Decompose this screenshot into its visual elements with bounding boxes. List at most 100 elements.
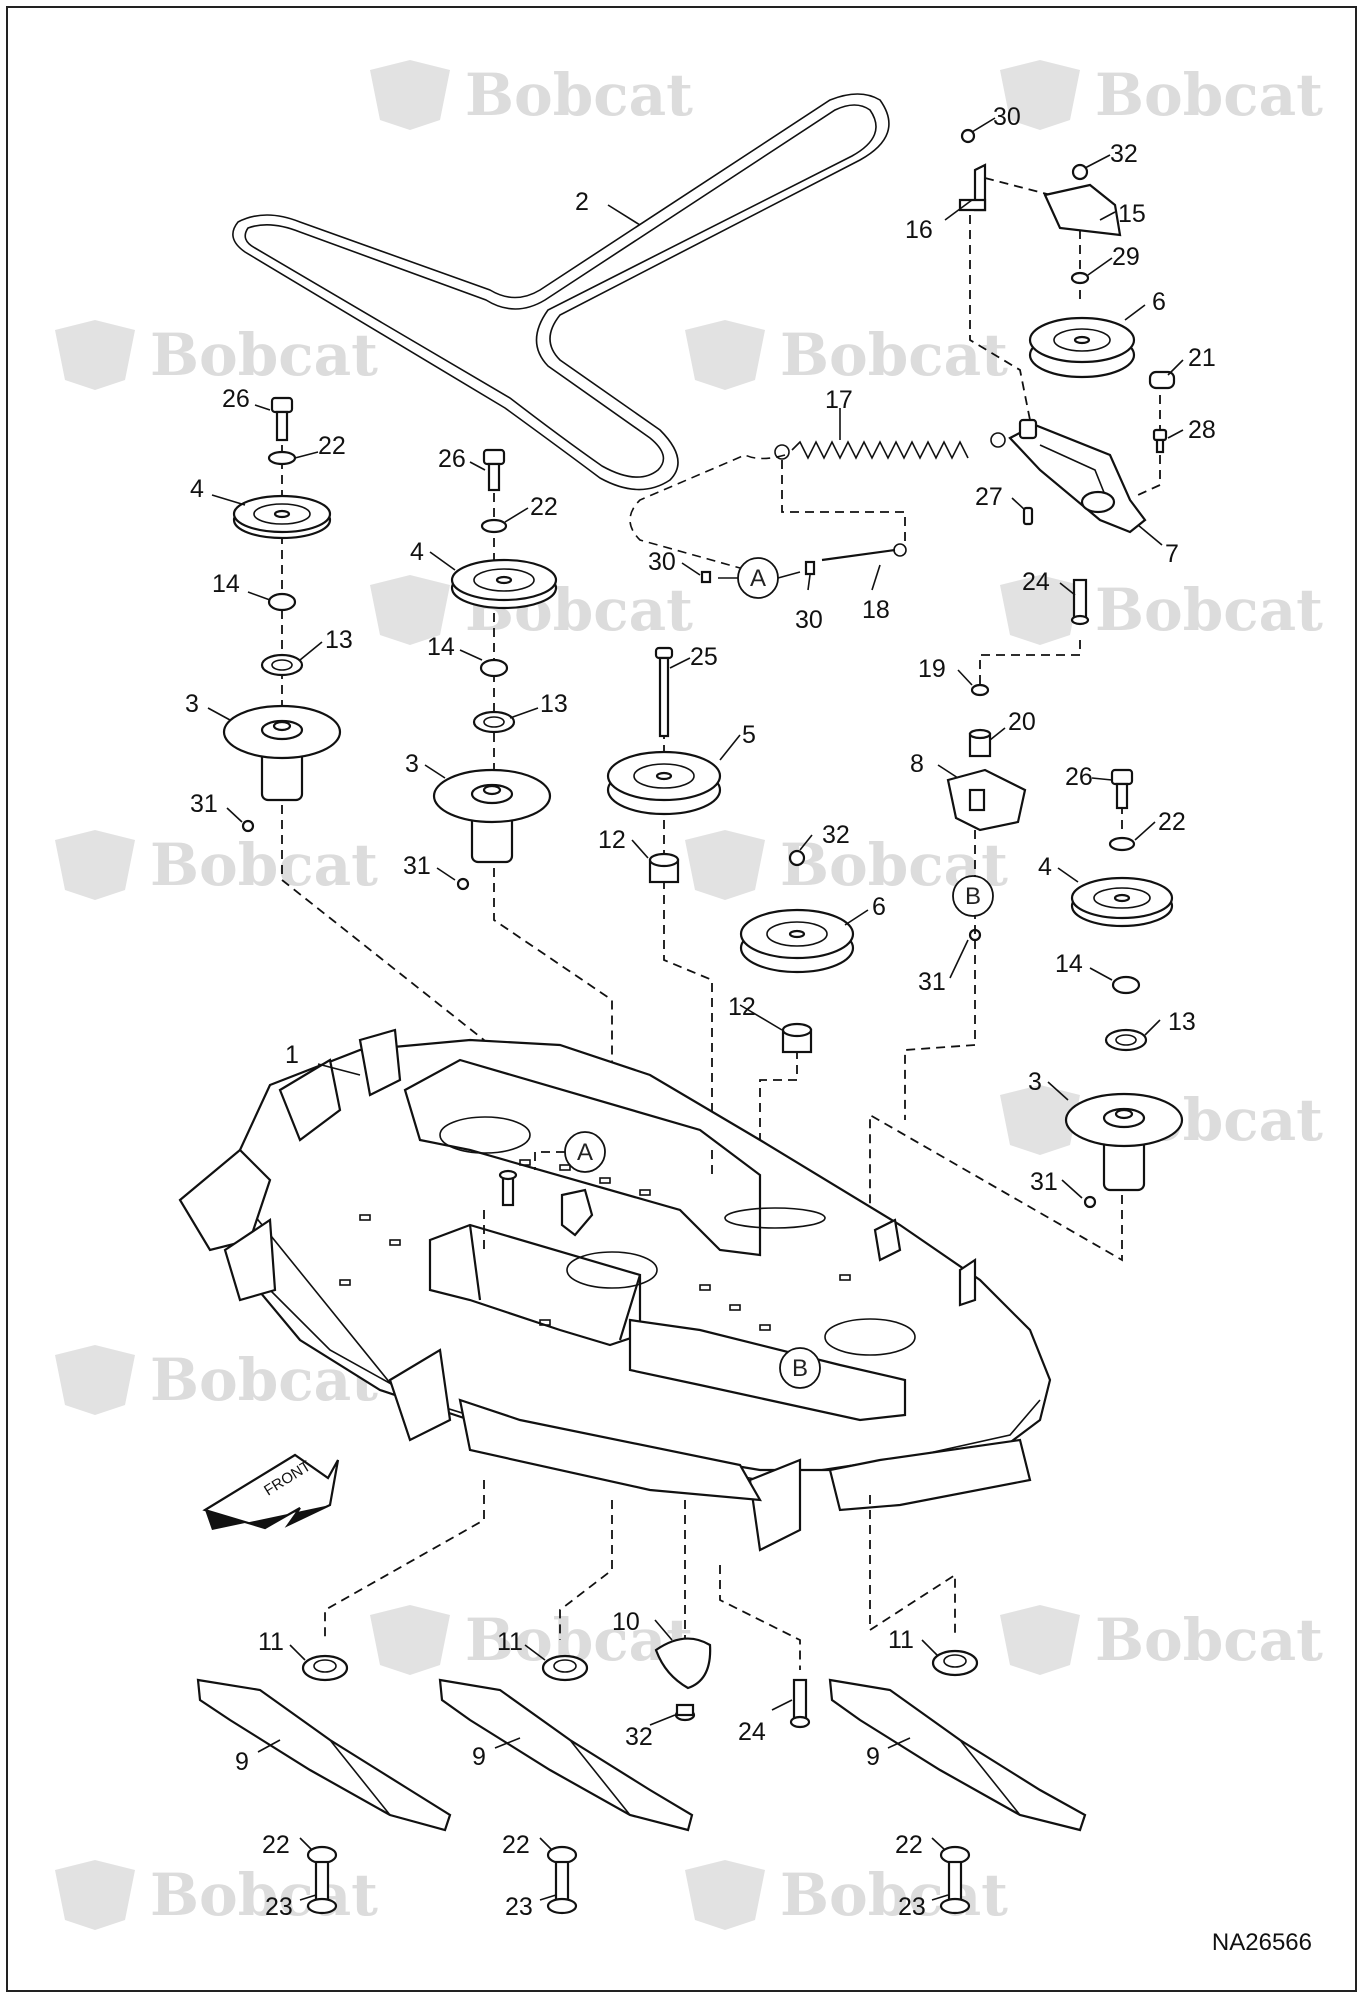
cap-21 <box>1148 370 1176 390</box>
callout-11: 11 <box>888 1626 914 1654</box>
callout-3: 3 <box>405 750 419 778</box>
bearing-11-right <box>931 1649 979 1677</box>
callout-3: 3 <box>185 690 199 718</box>
callout-29: 29 <box>1112 243 1140 271</box>
disc-10 <box>654 1637 712 1690</box>
watermark-logo: Bobcat <box>55 320 378 390</box>
callout-23: 23 <box>898 1893 926 1921</box>
callout-26: 26 <box>222 385 250 413</box>
idler-6-upper <box>1028 316 1136 379</box>
callout-17: 17 <box>825 386 853 414</box>
callout-31: 31 <box>403 852 431 880</box>
spacer-12-lower <box>781 1022 813 1054</box>
callout-4: 4 <box>1038 853 1052 881</box>
callout-22: 22 <box>502 1831 530 1859</box>
seal-13-left <box>260 653 304 677</box>
callout-9: 9 <box>235 1748 249 1776</box>
svg-text:B: B <box>965 883 981 910</box>
callout-31: 31 <box>918 968 946 996</box>
bearing-11-left <box>301 1654 349 1682</box>
bolt-26-right <box>1110 768 1134 810</box>
callout-22: 22 <box>1158 808 1186 836</box>
watermark-logo: Bobcat <box>370 1605 693 1675</box>
deck-bolt <box>498 1169 518 1207</box>
pulley-4-middle <box>450 558 558 610</box>
washer-19 <box>970 683 990 697</box>
callout-13: 13 <box>325 626 353 654</box>
bolt-26-left <box>270 396 294 442</box>
watermark-text: Bobcat <box>1095 576 1323 644</box>
bearing-14-middle <box>479 658 509 678</box>
reference-circles: A A B B <box>534 557 994 1389</box>
spring-17 <box>774 432 1006 460</box>
callout-22: 22 <box>262 1831 290 1859</box>
spindle-3-middle <box>432 768 552 864</box>
callout-5: 5 <box>742 721 756 749</box>
watermark-text: Bobcat <box>1095 1606 1323 1674</box>
callout-32: 32 <box>625 1723 653 1751</box>
right-spindle-stack <box>869 768 1184 1270</box>
watermark-text: Bobcat <box>1095 61 1323 129</box>
clip-30-left <box>700 570 712 584</box>
nut-31-left <box>241 819 255 833</box>
watermark-text: Bobcat <box>465 61 693 129</box>
reference-a-deck: A <box>564 1131 606 1173</box>
callout-30: 30 <box>648 548 676 576</box>
callout-20: 20 <box>1008 708 1036 736</box>
callout-7: 7 <box>1165 540 1179 568</box>
center-idler-stack <box>606 646 855 1210</box>
spacer-12-upper <box>648 852 680 884</box>
blade-9-right <box>828 1678 1087 1832</box>
watermark-text: Bobcat <box>780 321 1008 389</box>
bolt-28 <box>1152 428 1168 454</box>
clip-30-right <box>804 560 816 576</box>
callout-32: 32 <box>822 821 850 849</box>
callout-23: 23 <box>265 1893 293 1921</box>
callout-18: 18 <box>862 596 890 624</box>
reference-b-deck: B <box>779 1347 821 1389</box>
callout-19: 19 <box>918 655 946 683</box>
watermark-text: Bobcat <box>150 321 378 389</box>
nut-31-right <box>1083 1195 1097 1209</box>
nut-30-top <box>960 128 976 144</box>
callout-13: 13 <box>540 690 568 718</box>
callout-3: 3 <box>1028 1068 1042 1096</box>
callout-9: 9 <box>866 1743 880 1771</box>
reference-b-plate: B <box>952 875 994 917</box>
bolt-26-middle <box>482 448 506 492</box>
callout-32: 32 <box>1110 140 1138 168</box>
washer-22-left <box>267 450 297 466</box>
callout-13: 13 <box>1168 1008 1196 1036</box>
callout-21: 21 <box>1188 344 1216 372</box>
callout-26: 26 <box>1065 763 1093 791</box>
svg-text:B: B <box>792 1355 808 1382</box>
callout-31: 31 <box>1030 1168 1058 1196</box>
drive-belt <box>232 93 890 491</box>
svg-text:A: A <box>577 1139 593 1166</box>
callout-28: 28 <box>1188 416 1216 444</box>
link-rod-18 <box>821 543 907 562</box>
callout-14: 14 <box>427 633 455 661</box>
callout-12: 12 <box>598 826 626 854</box>
callout-31: 31 <box>190 790 218 818</box>
callout-1: 1 <box>285 1041 299 1069</box>
watermark-text: Bobcat <box>150 831 378 899</box>
callout-12: 12 <box>728 993 756 1021</box>
callout-9: 9 <box>472 1743 486 1771</box>
bearing-14-left <box>267 592 297 612</box>
pin-27 <box>1022 506 1034 526</box>
front-direction-arrow: FRONT <box>202 1453 340 1530</box>
callout-6: 6 <box>872 893 886 921</box>
bolt-23-middle <box>546 1860 578 1915</box>
callout-22: 22 <box>895 1831 923 1859</box>
blade-9-left <box>196 1678 452 1832</box>
watermark-logo: Bobcat <box>370 60 693 130</box>
left-spindle-stack <box>222 396 485 1210</box>
washer-29 <box>1070 271 1090 285</box>
svg-text:A: A <box>750 565 766 592</box>
pin-24-upper <box>1070 578 1090 626</box>
callout-14: 14 <box>1055 950 1083 978</box>
bushing-20 <box>968 728 992 758</box>
watermark-logo: Bobcat <box>1000 575 1323 645</box>
